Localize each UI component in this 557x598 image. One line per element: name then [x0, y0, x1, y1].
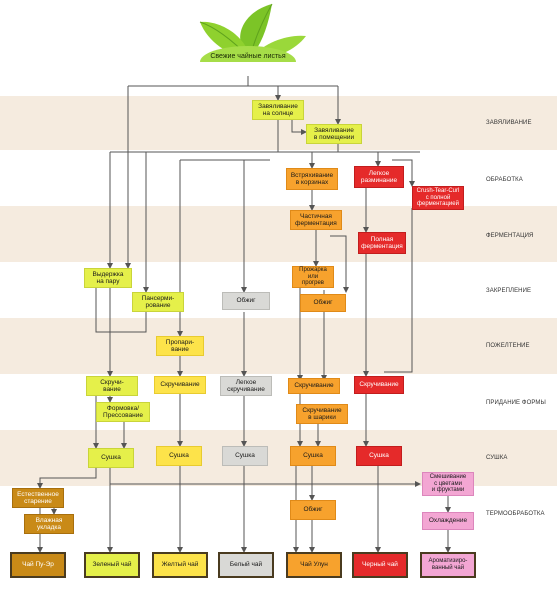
- node-scenting: Смешивание с цветами и фруктами: [422, 472, 474, 496]
- stage-label-fermentation: Ферментация: [486, 233, 534, 239]
- stage-label-heat-treatment: Термообработка: [486, 511, 545, 517]
- node-dry-white: Сушка: [222, 446, 268, 466]
- node-steam: Выдержка на пару: [84, 268, 132, 288]
- node-light-curl-white: Легкое скручивание: [220, 376, 272, 396]
- stage-label-processing: Обработка: [486, 177, 523, 183]
- node-pan-firing: Пансерми- рование: [132, 292, 184, 312]
- node-partial-fermentation: Частичная ферментация: [290, 210, 342, 230]
- stage-label-withering: Завяливание: [486, 120, 532, 126]
- node-curl-ball: Скручивание в шарики: [296, 404, 348, 424]
- node-dry-green: Сушка: [88, 448, 134, 468]
- stage-band-yellowing: [0, 318, 557, 374]
- stage-label-drying: Сушка: [486, 455, 508, 461]
- node-natural-aging: Естественное старение: [12, 488, 64, 508]
- node-oolong-roast: Обжиг: [290, 500, 336, 520]
- final-flavored-tea: Ароматизиро- ванный чай: [420, 552, 476, 578]
- stage-label-fixing: Закрепление: [486, 288, 532, 294]
- final-black-tea: Черный чай: [352, 552, 408, 578]
- final-green-tea: Зеленый чай: [84, 552, 140, 578]
- node-oolong-bake: Обжиг: [300, 294, 346, 312]
- node-press: Формовка/ Прессование: [96, 402, 150, 422]
- stage-band-fermentation: [0, 206, 557, 262]
- node-full-fermentation: Полная ферментация: [358, 232, 406, 254]
- node-dry-black: Сушка: [356, 446, 402, 466]
- node-shake-baskets: Встряхивание в корзинах: [286, 168, 338, 190]
- node-wither-room: Завяливание в помещении: [306, 124, 362, 144]
- final-puerh-tea: Чай Пу-Эр: [10, 552, 66, 578]
- node-curl-oolong: Скручивание: [288, 378, 340, 394]
- node-curl-yellow: Скручивание: [154, 376, 206, 394]
- node-wither-sun: Завяливание на солнце: [252, 100, 304, 120]
- node-oolong-fixing: Прожарка или прогрев: [292, 266, 334, 288]
- node-cooling: Охлаждение: [422, 512, 474, 530]
- node-curl-green: Скручи- вание: [86, 376, 138, 396]
- node-yellowing: Пропари- вание: [156, 336, 204, 356]
- node-white-bake: Обжиг: [222, 292, 270, 310]
- tea-leaves-icon: [199, 3, 306, 62]
- node-ctc: Crush-Tear-Curl с полной ферментацией: [412, 186, 464, 210]
- final-white-tea: Белый чай: [218, 552, 274, 578]
- final-oolong-tea: Чай Улун: [286, 552, 342, 578]
- stage-label-shaping: Придание формы: [486, 400, 546, 406]
- node-light-rolling: Легкое разминание: [354, 166, 404, 188]
- node-curl-black: Скручивание: [354, 376, 404, 394]
- final-yellow-tea: Желтый чай: [152, 552, 208, 578]
- node-dry-yellow: Сушка: [156, 446, 202, 466]
- node-dry-oolong: Сушка: [290, 446, 336, 466]
- stage-label-yellowing: Пожелтение: [486, 343, 530, 349]
- root-node-label: Свежие чайные листья: [210, 53, 286, 60]
- node-wet-pile: Влажная укладка: [24, 514, 74, 534]
